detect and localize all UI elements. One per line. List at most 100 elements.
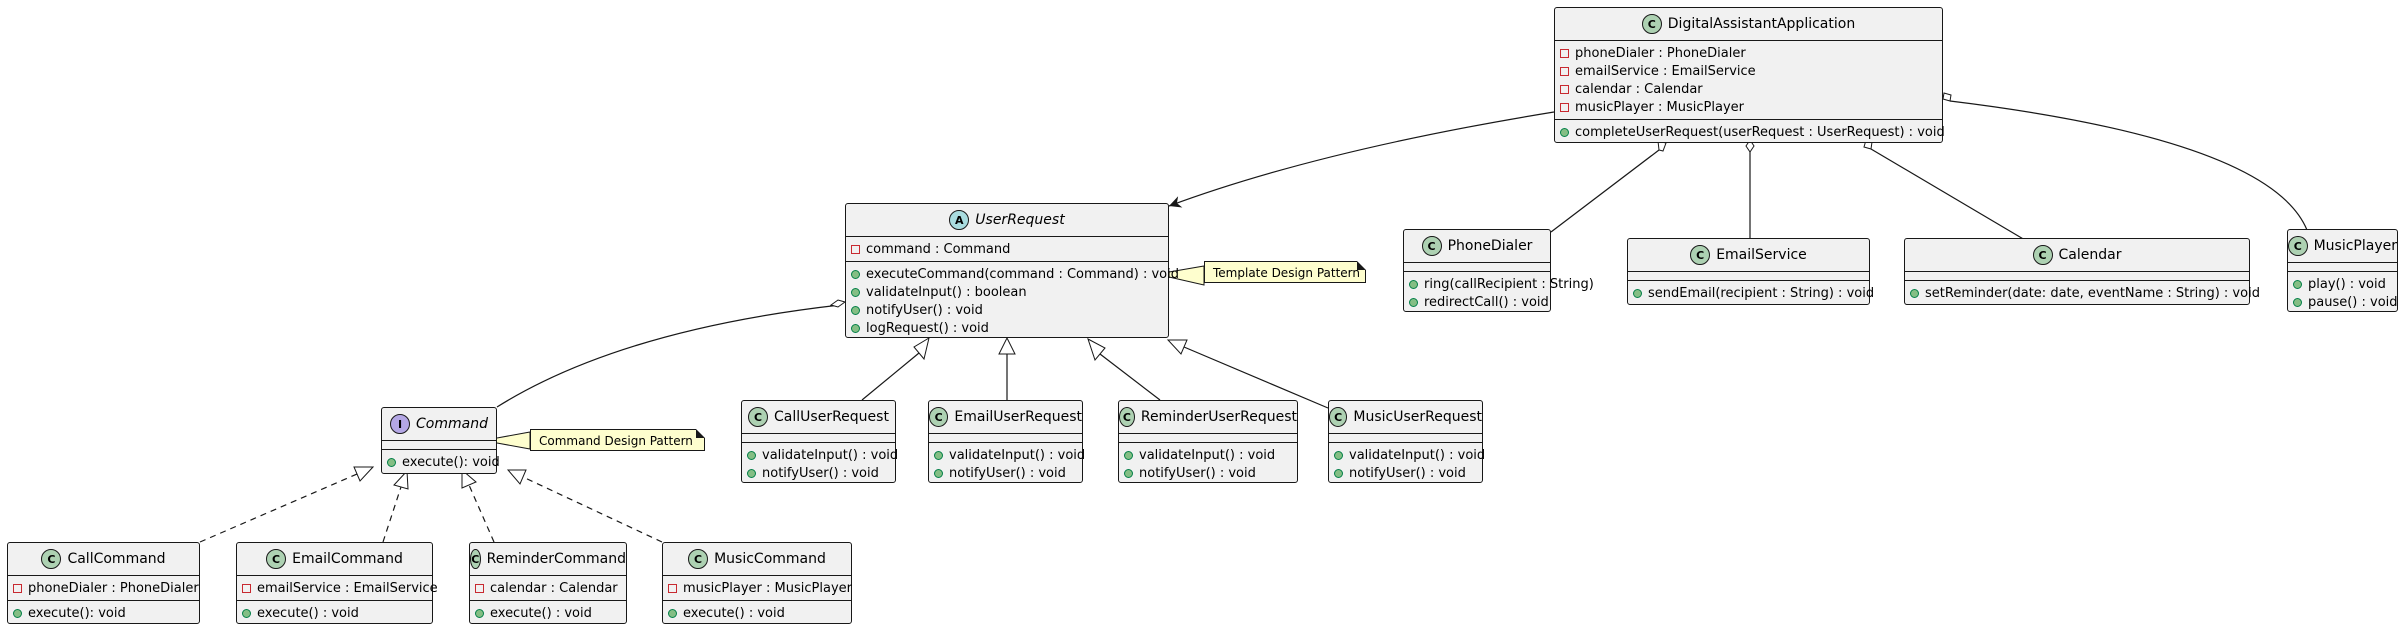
method-row: redirectCall() : void xyxy=(1409,293,1549,311)
method-row: notifyUser() : void xyxy=(1334,464,1478,482)
realization-arrow-emailcommand xyxy=(393,469,409,490)
public-marker-icon xyxy=(1633,288,1642,298)
class-name: Calendar xyxy=(2058,247,2122,263)
class-stereotype-icon: C xyxy=(2032,245,2053,265)
field-text: phoneDialer : PhoneDialer xyxy=(28,580,199,596)
public-marker-icon xyxy=(1124,450,1133,460)
methods-section: validateInput() : void notifyUser() : vo… xyxy=(1329,443,1485,485)
method-row: execute() : void xyxy=(668,604,847,622)
method-text: completeUserRequest(userRequest : UserRe… xyxy=(1575,124,1945,140)
public-marker-icon xyxy=(851,269,860,279)
class-stereotype-icon: C xyxy=(266,549,287,569)
class-name: MusicUserRequest xyxy=(1353,409,1482,425)
private-marker-icon xyxy=(475,583,484,593)
inheritance-line-reminderuserrequest xyxy=(1099,353,1161,401)
abstract-stereotype-icon: A xyxy=(949,210,970,230)
class-stereotype-icon: C xyxy=(929,407,949,427)
fields-section xyxy=(929,434,1082,443)
method-row: validateInput() : void xyxy=(934,446,1085,464)
method-text: executeCommand(command : Command) : void xyxy=(866,266,1180,282)
public-marker-icon xyxy=(2293,297,2302,307)
method-row: completeUserRequest(userRequest : UserRe… xyxy=(1560,123,1945,141)
field-row: phoneDialer : PhoneDialer xyxy=(1560,44,1938,62)
class-stereotype-icon: C xyxy=(1329,407,1348,427)
class-header: C ReminderUserRequest xyxy=(1119,401,1297,434)
methods-section: execute() : void xyxy=(470,601,626,625)
class-box-email-command: C EmailCommand emailService : EmailServi… xyxy=(236,542,438,625)
method-text: pause() : void xyxy=(2308,294,2398,310)
field-text: musicPlayer : MusicPlayer xyxy=(683,580,852,596)
method-text: notifyUser() : void xyxy=(949,465,1066,481)
field-text: phoneDialer : PhoneDialer xyxy=(1575,45,1746,61)
class-stereotype-icon: C xyxy=(1421,236,1442,256)
methods-section: sendEmail(recipient : String) : void xyxy=(1628,281,1874,305)
fields-section xyxy=(2288,263,2397,272)
public-marker-icon xyxy=(242,608,251,618)
field-row: musicPlayer : MusicPlayer xyxy=(668,579,852,597)
method-text: notifyUser() : void xyxy=(762,465,879,481)
note-command-design-pattern: Command Design Pattern xyxy=(530,429,705,451)
class-name: DigitalAssistantApplication xyxy=(1667,16,1856,32)
public-marker-icon xyxy=(851,287,860,297)
class-stereotype-icon: C xyxy=(1119,407,1135,427)
fields-section xyxy=(1404,263,1550,272)
class-box-user-request: A UserRequest command : Command executeC… xyxy=(845,203,1179,340)
class-stereotype-icon: C xyxy=(1641,14,1662,34)
method-row: validateInput() : void xyxy=(1334,446,1485,464)
fields-section xyxy=(1905,272,2249,281)
method-row: sendEmail(recipient : String) : void xyxy=(1633,284,1874,302)
class-header: C MusicCommand xyxy=(663,543,851,576)
methods-section: ring(callRecipient : String) redirectCal… xyxy=(1404,272,1594,314)
class-header: C CallCommand xyxy=(8,543,199,576)
public-marker-icon xyxy=(475,608,484,618)
realization-line-callcommand xyxy=(199,473,358,543)
public-marker-icon xyxy=(1334,468,1343,478)
realization-arrow-musiccommand xyxy=(506,469,527,485)
field-row: command : Command xyxy=(851,240,1164,258)
methods-section: execute(): void xyxy=(8,601,199,625)
class-header: I Command xyxy=(382,408,496,441)
class-header: C MusicUserRequest xyxy=(1329,401,1482,434)
fields-section xyxy=(1119,434,1297,443)
public-marker-icon xyxy=(1124,468,1133,478)
private-marker-icon xyxy=(13,583,22,593)
method-text: execute(): void xyxy=(402,454,500,470)
methods-section: play() : void pause() : void xyxy=(2288,272,2398,314)
method-text: logRequest() : void xyxy=(866,320,989,336)
inheritance-arrow-musicuserrequest xyxy=(1166,339,1188,355)
method-row: validateInput() : boolean xyxy=(851,283,1164,301)
class-stereotype-icon: C xyxy=(2288,236,2308,256)
methods-section: validateInput() : void notifyUser() : vo… xyxy=(929,443,1085,485)
class-stereotype-icon: C xyxy=(41,549,62,569)
private-marker-icon xyxy=(1560,84,1569,94)
methods-section: execute(): void xyxy=(382,450,500,474)
fields-section: calendar : Calendar xyxy=(470,576,626,601)
method-text: play() : void xyxy=(2308,276,2386,292)
method-text: notifyUser() : void xyxy=(1349,465,1466,481)
class-stereotype-icon: C xyxy=(688,549,709,569)
field-text: command : Command xyxy=(866,241,1011,257)
methods-section: executeCommand(command : Command) : void… xyxy=(846,262,1179,340)
method-text: notifyUser() : void xyxy=(1139,465,1256,481)
class-box-call-command: C CallCommand phoneDialer : PhoneDialer … xyxy=(7,542,200,624)
private-marker-icon xyxy=(1560,66,1569,76)
public-marker-icon xyxy=(1560,127,1569,137)
class-header: C PhoneDialer xyxy=(1404,230,1550,263)
field-text: calendar : Calendar xyxy=(490,580,618,596)
method-row: validateInput() : void xyxy=(1124,446,1293,464)
method-row: logRequest() : void xyxy=(851,319,1164,337)
association-line-digital-userrequest xyxy=(1168,111,1555,208)
public-marker-icon xyxy=(934,468,943,478)
method-text: setReminder(date: date, eventName : Stri… xyxy=(1925,285,2260,301)
methods-section: execute() : void xyxy=(237,601,432,625)
method-text: ring(callRecipient : String) xyxy=(1424,276,1594,292)
method-text: execute() : void xyxy=(490,605,592,621)
aggregation-line-calendar xyxy=(1870,148,2026,241)
private-marker-icon xyxy=(242,583,251,593)
private-marker-icon xyxy=(1560,102,1569,112)
method-text: validateInput() : boolean xyxy=(866,284,1027,300)
field-row: phoneDialer : PhoneDialer xyxy=(13,579,199,597)
methods-section: execute() : void xyxy=(663,601,851,625)
class-header: C DigitalAssistantApplication xyxy=(1555,8,1942,41)
public-marker-icon xyxy=(387,457,396,467)
